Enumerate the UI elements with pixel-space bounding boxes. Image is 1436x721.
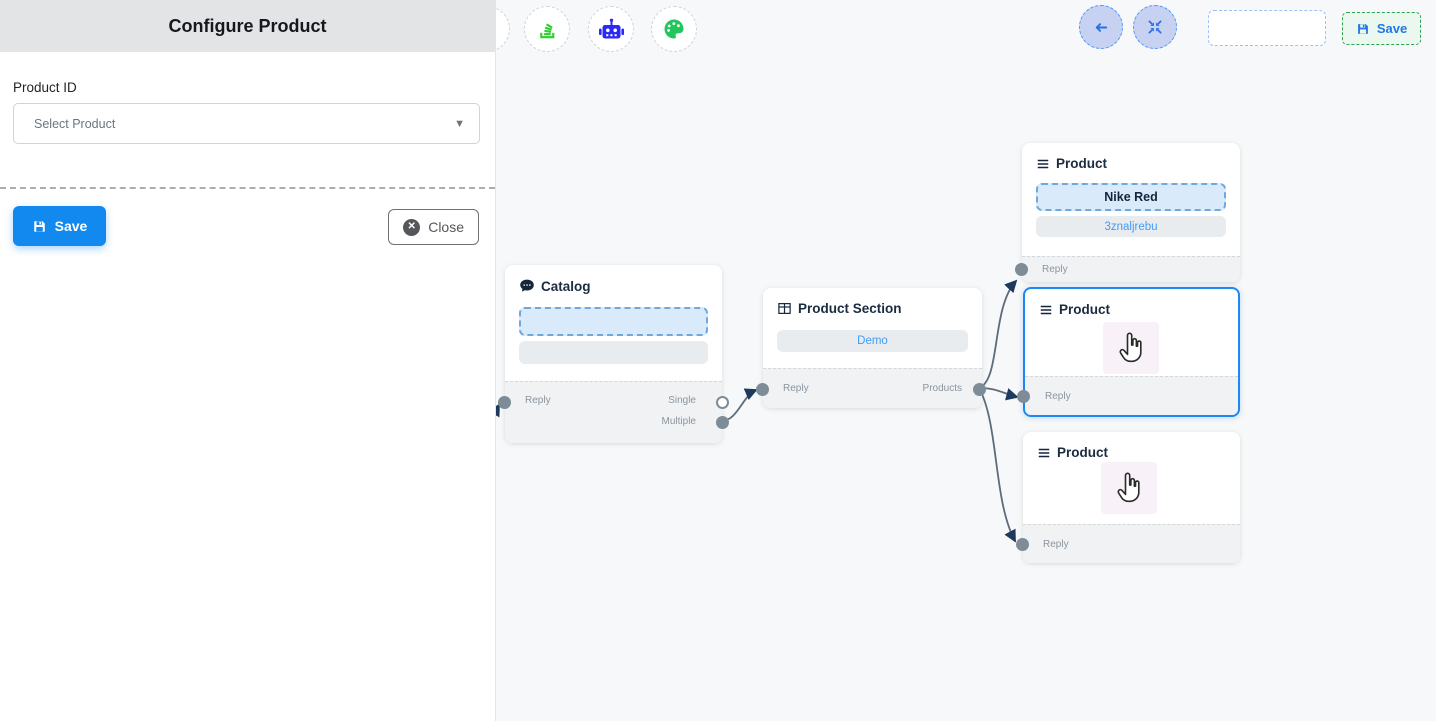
- node-product-2[interactable]: Product Reply: [1017, 287, 1240, 417]
- edge-products-to-product-1[interactable]: [978, 279, 1018, 389]
- close-icon: ✕: [403, 218, 421, 236]
- multiple-handle[interactable]: [716, 416, 729, 429]
- canvas-save-label: Save: [1376, 21, 1408, 36]
- reply-handle[interactable]: [756, 383, 769, 396]
- product-1-name: Nike Red: [1104, 190, 1158, 204]
- save-icon: [1357, 23, 1368, 34]
- toolbar-empty-slot[interactable]: [1208, 10, 1326, 46]
- save-icon: [33, 220, 45, 232]
- reply-handle-label: Reply: [525, 395, 551, 406]
- fit-view-icon: [1148, 20, 1162, 34]
- node-product-2-header: Product: [1025, 289, 1238, 317]
- palette-button[interactable]: [651, 6, 697, 52]
- hand-cursor-icon: [1117, 472, 1140, 502]
- menu-icon: [1038, 448, 1050, 457]
- product-1-name-field[interactable]: Nike Red: [1036, 183, 1226, 211]
- robot-button[interactable]: [588, 6, 634, 52]
- products-handle[interactable]: [973, 383, 986, 396]
- product-1-id: 3znaljrebu: [1104, 220, 1158, 233]
- node-product-section[interactable]: Product Section Demo Reply Products: [756, 288, 986, 408]
- node-product-1-footer: Reply: [1015, 256, 1240, 282]
- fit-view-button[interactable]: [1133, 5, 1177, 49]
- node-title: Product: [1056, 156, 1108, 171]
- stack-button[interactable]: [524, 6, 570, 52]
- reply-handle-label: Reply: [1045, 391, 1071, 402]
- flow-canvas[interactable]: Save Catalog Reply Single Multiple: [496, 0, 1436, 721]
- product-id-select[interactable]: Select Product ▼: [13, 103, 480, 144]
- node-title: Catalog: [541, 278, 591, 294]
- single-handle-label: Single: [668, 395, 696, 406]
- panel-actions: Save ✕ Close: [0, 189, 495, 246]
- select-placeholder: Select Product: [34, 116, 116, 131]
- close-button[interactable]: ✕ Close: [388, 209, 479, 245]
- single-handle[interactable]: [716, 396, 729, 409]
- reply-handle[interactable]: [1015, 263, 1028, 276]
- node-product-1[interactable]: Product Nike Red 3znaljrebu Reply: [1015, 143, 1240, 282]
- hand-cursor-icon: [1119, 332, 1142, 362]
- node-product-1-header: Product: [1022, 143, 1240, 171]
- robot-icon: [598, 18, 624, 38]
- reply-handle-label: Reply: [1042, 264, 1068, 275]
- node-product-3[interactable]: Product Reply: [1016, 432, 1240, 563]
- save-button-label: Save: [54, 218, 88, 234]
- table-icon: [778, 303, 791, 314]
- hand-cursor-container: [1101, 462, 1157, 514]
- chat-icon: [520, 279, 534, 292]
- reply-handle[interactable]: [1016, 538, 1029, 551]
- node-product-3-footer: Reply: [1016, 524, 1240, 563]
- node-product-section-header: Product Section: [763, 288, 982, 316]
- catalog-empty-field[interactable]: [519, 341, 708, 364]
- node-title: Product Section: [798, 301, 902, 316]
- node-catalog-header: Catalog: [505, 265, 722, 294]
- node-title: Product: [1057, 445, 1109, 460]
- product-id-label: Product ID: [13, 80, 77, 95]
- hand-cursor-container: [1103, 322, 1159, 374]
- menu-icon: [1040, 305, 1052, 314]
- panel-title: Configure Product: [168, 15, 327, 36]
- reply-handle[interactable]: [1017, 390, 1030, 403]
- canvas-save-button[interactable]: Save: [1342, 12, 1421, 45]
- configure-product-panel: Configure Product Product ID Select Prod…: [0, 0, 496, 721]
- back-button[interactable]: [1079, 5, 1123, 49]
- catalog-selected-field[interactable]: [519, 307, 708, 336]
- stack-icon: [539, 22, 554, 38]
- palette-icon: [664, 19, 684, 39]
- node-product-3-header: Product: [1023, 432, 1240, 460]
- reply-handle-label: Reply: [783, 383, 809, 394]
- product-section-value: Demo: [857, 335, 888, 347]
- panel-header: Configure Product: [0, 0, 495, 52]
- reply-handle[interactable]: [498, 396, 511, 409]
- back-arrow-icon: [1095, 22, 1107, 32]
- panel-body: Product ID Select Product ▼: [0, 52, 495, 144]
- edge-offscreen-to-catalog[interactable]: [496, 403, 500, 438]
- menu-icon: [1037, 159, 1049, 168]
- product-1-id-field[interactable]: 3znaljrebu: [1036, 216, 1226, 237]
- products-handle-label: Products: [922, 383, 962, 394]
- multiple-handle-label: Multiple: [661, 416, 696, 427]
- save-button[interactable]: Save: [13, 206, 106, 246]
- reply-handle-label: Reply: [1043, 539, 1069, 550]
- chevron-down-icon: ▼: [454, 117, 465, 130]
- edge-products-to-product-3[interactable]: [978, 387, 1016, 543]
- node-product-section-footer: Reply Products: [756, 368, 986, 408]
- close-button-label: Close: [428, 219, 464, 235]
- node-title: Product: [1059, 302, 1111, 317]
- node-catalog-footer: Reply Single Multiple: [498, 381, 729, 443]
- node-product-2-footer: Reply: [1017, 376, 1238, 415]
- product-section-value-field[interactable]: Demo: [777, 330, 968, 352]
- panel-divider: [0, 187, 495, 189]
- node-catalog[interactable]: Catalog Reply Single Multiple: [498, 265, 729, 443]
